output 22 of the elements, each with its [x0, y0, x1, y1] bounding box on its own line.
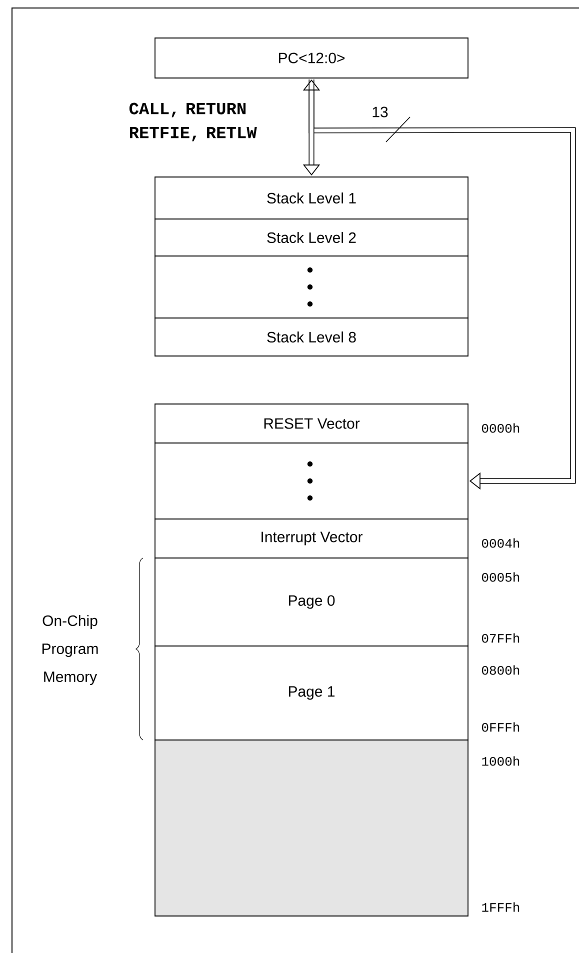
- address-label: 1FFFh: [482, 902, 520, 912]
- address-label: 0004h: [482, 538, 520, 548]
- stack-level-box: Stack Level 8: [154, 318, 468, 356]
- edge-label: CALL, RETURN RETFIE, RETLW: [129, 102, 257, 142]
- memory-row: [154, 740, 468, 916]
- register-box: PC<12:0>: [154, 38, 468, 78]
- address-label: 0800h: [482, 665, 520, 675]
- bus-arrow: [308, 79, 576, 490]
- memory-row: Interrupt Vector: [154, 518, 468, 558]
- address-label: 1000h: [482, 756, 520, 766]
- memory-row: Page 1: [154, 646, 468, 740]
- memory-row: [154, 442, 468, 520]
- address-label: 0FFFh: [482, 722, 520, 732]
- edge-label: 13: [370, 106, 390, 118]
- address-label: 0005h: [482, 572, 520, 582]
- stack-level-box: Stack Level 2: [154, 218, 468, 256]
- stack-level-box: Stack Level 1: [154, 176, 468, 220]
- stack-level-box: [154, 256, 468, 318]
- memory-label: On-Chip Program Memory: [42, 615, 98, 685]
- address-label: 07FFh: [482, 633, 520, 643]
- memory-row: RESET Vector: [154, 404, 468, 444]
- address-label: 0000h: [482, 423, 520, 433]
